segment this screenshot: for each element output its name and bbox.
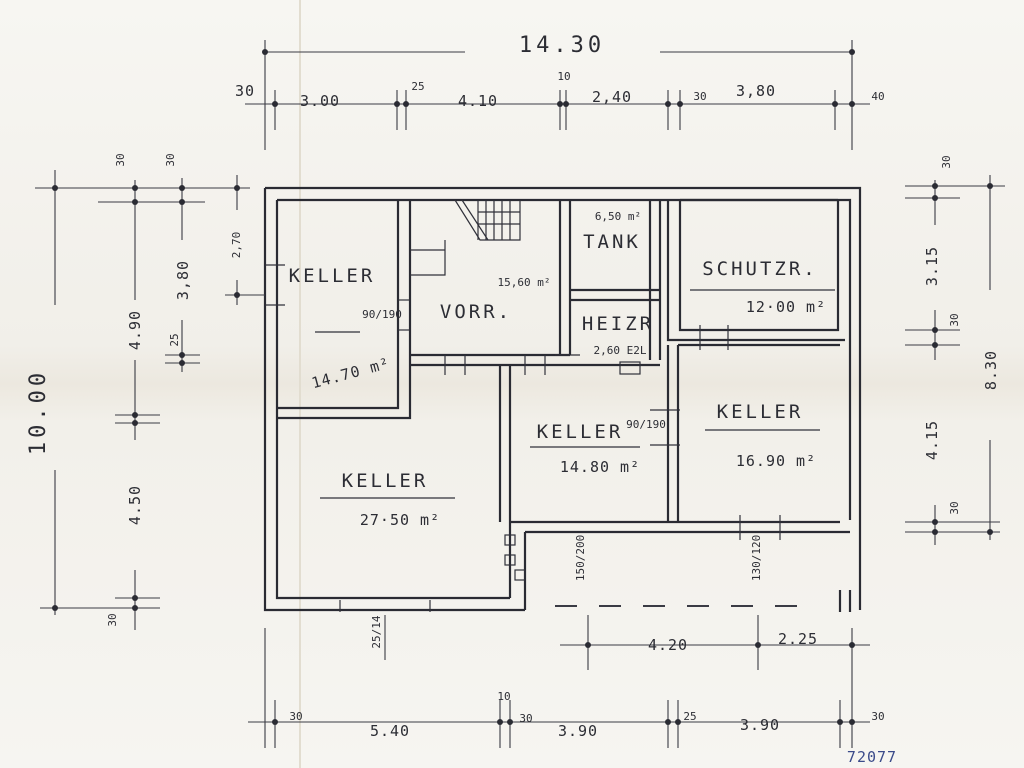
top-dim-3: 25	[411, 80, 424, 93]
corner-note: 72077	[847, 748, 897, 766]
top-dim-8: 3,80	[736, 82, 776, 100]
dimension-dots	[52, 49, 993, 725]
lower-dim-2: 2.25	[778, 630, 818, 648]
room-name-keller-3: KELLER	[717, 401, 804, 423]
room-name-keller-1: KELLER	[289, 265, 376, 287]
room-area-heizr: 2,60 E2L	[594, 344, 647, 357]
dimension-lines	[35, 40, 1005, 748]
overall-depth-label: 10.00	[26, 369, 51, 455]
left-dim-9: 30	[106, 613, 119, 626]
room-area-keller-3: 16.90 m²	[736, 452, 816, 470]
top-dim-7: 30	[693, 90, 706, 103]
left-dim-1: 30	[114, 153, 127, 166]
room-name-schutzr: SCHUTZR.	[702, 258, 818, 280]
bottom-dim-6: 25	[683, 710, 696, 723]
top-dim-9: 40	[871, 90, 884, 103]
top-dim-2: 3.00	[300, 92, 340, 110]
outer-walls	[263, 186, 862, 612]
top-dim-5: 10	[557, 70, 570, 83]
top-dim-1: 30	[235, 82, 255, 100]
room-name-vorraum: VORR.	[440, 301, 512, 323]
right-dim-3: 30	[948, 313, 961, 326]
staircase	[410, 199, 521, 276]
interior-walls	[277, 198, 845, 522]
lower-dim-1: 4.20	[648, 636, 688, 654]
bottom-dim-3: 10	[497, 690, 510, 703]
dashed-boundary	[555, 590, 852, 612]
room-area-vorraum: 15,60 m²	[498, 276, 551, 289]
door-marks	[265, 264, 781, 612]
left-dim-7: 4.50	[126, 485, 144, 525]
label-underlines	[315, 289, 835, 499]
right-dim-4: 8.30	[982, 350, 1000, 390]
bottom-dim-5: 3.90	[558, 722, 598, 740]
top-dim-6: 2,40	[592, 88, 632, 106]
right-dim-2: 3.15	[923, 246, 941, 286]
room-name-heizr: HEIZR	[582, 313, 654, 335]
opening-4: 150/200	[574, 535, 587, 581]
overall-width-label: 14.30	[519, 33, 605, 58]
bottom-dim-4: 30	[519, 712, 532, 725]
bottom-dim-8: 30	[871, 710, 884, 723]
room-name-keller-2: KELLER	[537, 421, 624, 443]
left-dim-6: 25	[168, 333, 181, 346]
room-area-schutzr: 12·00 m²	[746, 298, 826, 316]
bottom-dim-1: 30	[289, 710, 302, 723]
right-dim-1: 30	[940, 155, 953, 168]
room-name-keller-4: KELLER	[342, 470, 429, 492]
bottom-dim-2: 5.40	[370, 722, 410, 740]
right-dim-6: 30	[948, 501, 961, 514]
top-dim-4: 4.10	[458, 92, 498, 110]
room-area-keller-4: 27·50 m²	[360, 511, 440, 529]
left-dim-2: 30	[164, 153, 177, 166]
opening-2: 90/190	[626, 418, 666, 431]
opening-1: 90/190	[362, 308, 402, 321]
room-area-tank: 6,50 m²	[595, 210, 641, 223]
opening-5: 130/120	[750, 535, 763, 581]
left-dim-3: 4.90	[126, 310, 144, 350]
opening-6: 25/14	[370, 615, 383, 648]
room-area-keller-2: 14.80 m²	[560, 458, 640, 476]
room-name-tank: TANK	[583, 231, 641, 253]
bottom-dim-7: 3.90	[740, 716, 780, 734]
left-dim-4: 3,80	[174, 260, 192, 300]
right-dim-5: 4.15	[923, 420, 941, 460]
left-dim-5: 2,70	[230, 232, 243, 259]
room-area-keller-1: 14.70 m²	[310, 354, 392, 392]
